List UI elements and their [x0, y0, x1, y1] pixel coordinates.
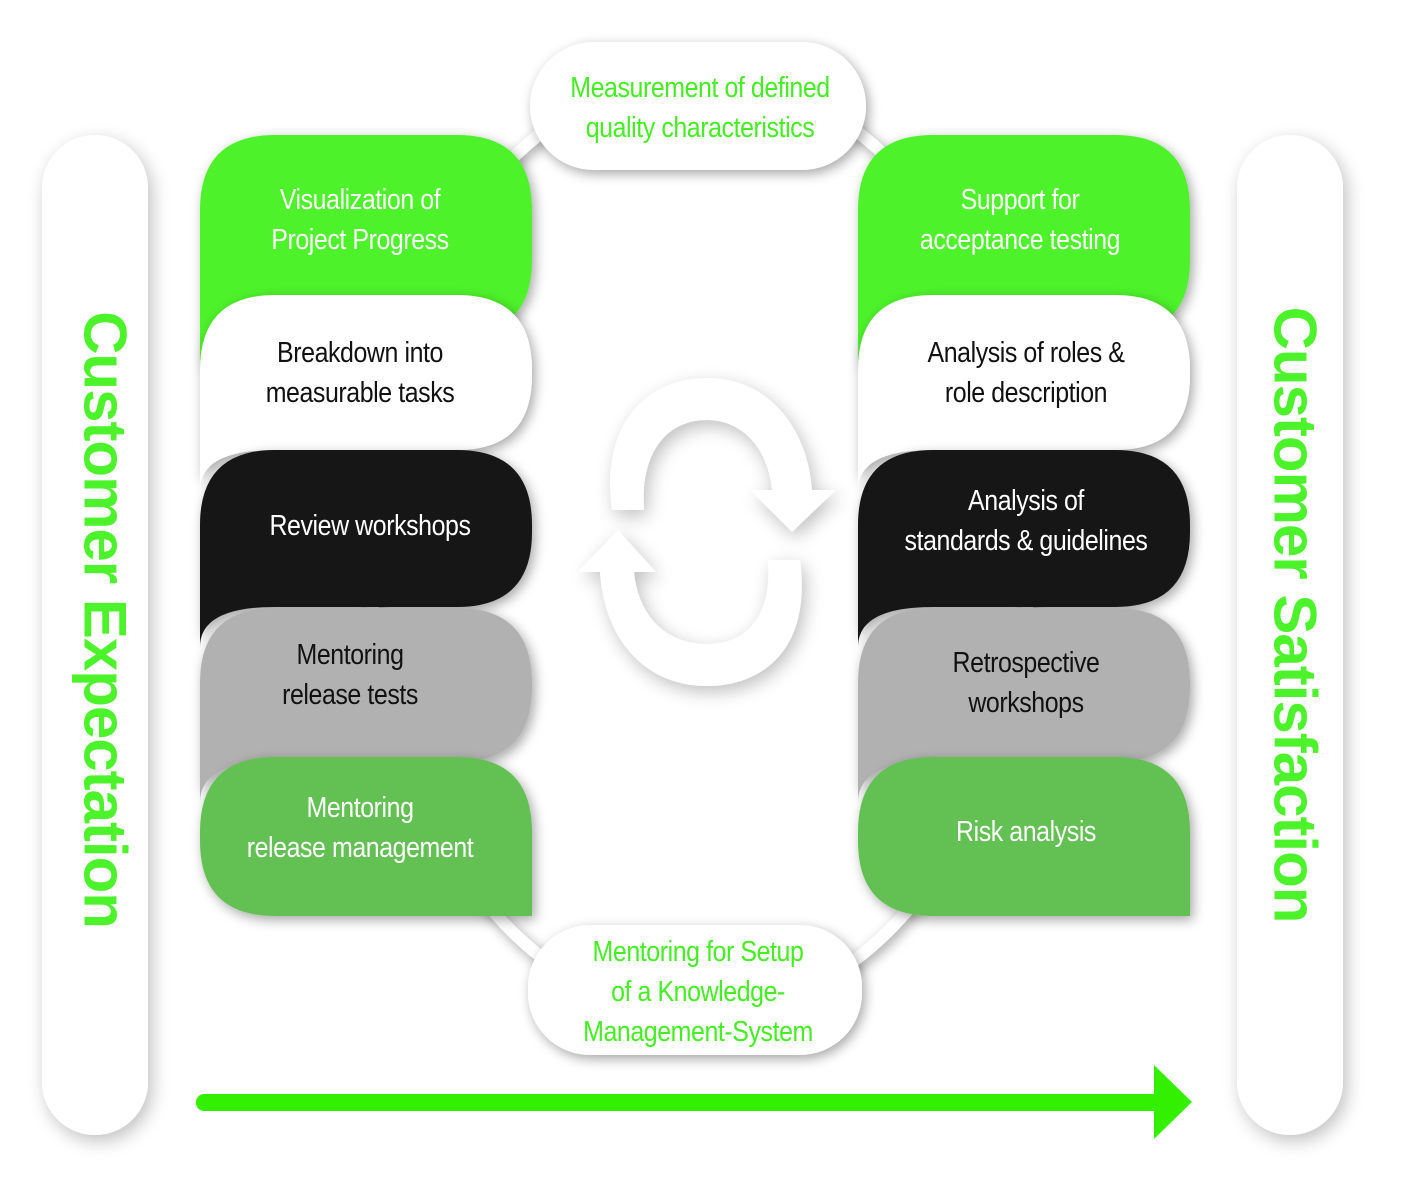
top-bubble-text: Measurement of defined quality character…: [545, 68, 855, 148]
right-arrow-icon: [196, 1065, 1192, 1139]
left-card-3: [200, 450, 532, 647]
left-card-1-text: Visualization of Project Progress: [214, 180, 506, 260]
card-line: Project Progress: [271, 224, 449, 256]
left-card-2: [200, 295, 532, 490]
left-stack: [200, 135, 532, 916]
top-bubble-line: quality characteristics: [585, 112, 815, 144]
right-stack: [858, 135, 1190, 916]
customer-satisfaction-label: Customer Satisfaction: [1261, 306, 1329, 923]
card-line: measurable tasks: [265, 377, 455, 409]
card-line: workshops: [968, 687, 1084, 719]
bottom-bubble-line: Management-System: [583, 1016, 813, 1048]
card-line: Mentoring: [296, 639, 404, 671]
right-card-2: [858, 295, 1190, 490]
card-line: Support for: [960, 184, 1080, 216]
customer-expectation-label: Customer Expectation: [71, 311, 139, 928]
right-card-2-text: Analysis of roles & role description: [880, 333, 1172, 413]
left-card-3-text: Review workshops: [224, 506, 516, 546]
card-line: release tests: [282, 679, 418, 711]
right-card-3: [858, 450, 1190, 647]
card-line: Breakdown into: [277, 337, 443, 369]
card-line: Mentoring: [306, 792, 414, 824]
right-card-5: [858, 757, 1190, 916]
left-card-4: [200, 608, 532, 802]
bottom-bubble-text: Mentoring for Setup of a Knowledge- Mana…: [543, 932, 853, 1052]
bottom-bubble-line: Mentoring for Setup: [592, 936, 804, 968]
right-pillar: [1237, 135, 1343, 1135]
card-line: role description: [944, 377, 1108, 409]
top-bubble: [530, 42, 866, 170]
card-line: release management: [246, 832, 474, 864]
card-line: Retrospective: [952, 647, 1100, 679]
right-card-3-text: Analysis of standards & guidelines: [880, 481, 1172, 561]
right-card-4: [858, 608, 1190, 802]
left-card-5: [200, 757, 532, 916]
card-line: acceptance testing: [919, 224, 1121, 256]
left-card-5-text: Mentoring release management: [214, 788, 506, 868]
bottom-bubble: [528, 925, 862, 1055]
cycle-arrows-icon: [578, 378, 836, 686]
card-line: Risk analysis: [956, 816, 1096, 848]
left-card-4-text: Mentoring release tests: [204, 635, 496, 715]
left-pillar: [42, 135, 148, 1135]
right-card-4-text: Retrospective workshops: [880, 643, 1172, 723]
left-card-2-text: Breakdown into measurable tasks: [214, 333, 506, 413]
right-card-5-text: Risk analysis: [880, 812, 1172, 852]
card-line: Analysis of: [968, 485, 1084, 517]
card-line: Review workshops: [269, 510, 471, 542]
right-card-1-text: Support for acceptance testing: [874, 180, 1166, 260]
card-line: Analysis of roles &: [927, 337, 1125, 369]
card-line: Visualization of: [279, 184, 441, 216]
top-bubble-line: Measurement of defined: [570, 72, 830, 104]
bottom-bubble-line: of a Knowledge-: [611, 976, 785, 1008]
card-line: standards & guidelines: [904, 525, 1148, 557]
